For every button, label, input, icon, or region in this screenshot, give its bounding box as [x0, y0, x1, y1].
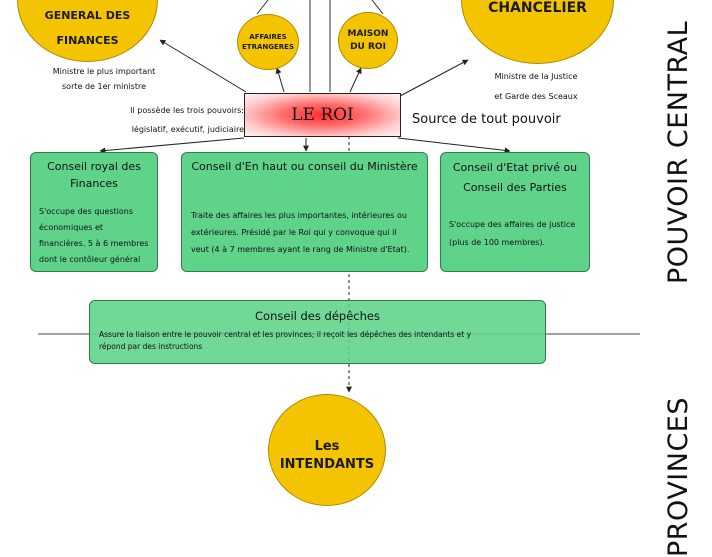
note-chancelier-line2: et Garde des Sceaux: [494, 92, 578, 101]
circle-maison-line2: DU ROI: [350, 41, 386, 52]
conseil-finances-text-line: S'occupe des questions: [39, 207, 134, 216]
conseil-en-haut-box: Conseil d'En haut ou conseil du Ministèr…: [181, 152, 428, 272]
conseil-finances-title-line1: Conseil royal des: [47, 160, 141, 173]
arrow-to-conseil-finances: [99, 137, 245, 154]
conseil-depeches-text: Assure la liaison entre le pouvoir centr…: [99, 329, 545, 353]
conseil-depeches-text-line: répond par des instructions: [99, 342, 203, 351]
circle-finances-line1: GENERAL DES: [44, 8, 131, 22]
circle-maison-line1: MAISON: [347, 28, 389, 39]
conseil-finances-text-line: dont le contôleur général: [39, 255, 141, 264]
conseil-etat-title: Conseil d'Etat privé ou Conseil des Part…: [441, 158, 589, 198]
conseil-finances-text: S'occupe des questions économiques et fi…: [39, 204, 157, 268]
roi-label: LE ROI: [291, 105, 354, 125]
note-finances-line1: Ministre le plus important: [52, 67, 156, 76]
conseil-depeches-title: Conseil des dépêches: [255, 309, 380, 323]
circle-intendants-line1: Les: [314, 439, 340, 454]
conseil-en-haut-text-line: extérieures. Présidé par le Roi qui y co…: [191, 228, 397, 237]
note-chancelier-line1: Ministre de la Justice: [494, 72, 578, 81]
arrow-to-conseil-etat: [397, 137, 511, 154]
conseil-etat-title-line2: Conseil des Parties: [463, 181, 567, 194]
conseil-etat-text-line: S'occupe des affaires de justice: [449, 220, 576, 229]
circle-intendants: Les INTENDANTS: [268, 394, 386, 506]
arrow-to-maison: [349, 67, 362, 93]
conseil-en-haut-title: Conseil d'En haut ou conseil du Ministèr…: [191, 160, 418, 173]
conseil-etat-text: S'occupe des affaires de justice (plus d…: [449, 216, 589, 252]
circle-affaires-line1: AFFAIRES: [249, 33, 287, 41]
circle-affaires: AFFAIRES ETRANGERES: [237, 14, 299, 70]
roi-box: LE ROI: [244, 93, 401, 137]
roi-caption: Source de tout pouvoir: [412, 112, 561, 127]
note-pouvoirs-line1: Il possède les trois pouvoirs:: [130, 106, 244, 115]
conseil-etat-box: Conseil d'Etat privé ou Conseil des Part…: [440, 152, 590, 272]
note-pouvoirs: Il possède les trois pouvoirs: législati…: [110, 101, 244, 139]
conseil-etat-text-line: (plus de 100 membres).: [449, 238, 546, 247]
circle-chancelier-label: CHANCELIER: [488, 0, 587, 16]
bracket-top-left: [256, 0, 269, 15]
conseil-en-haut-text-line: Traite des affaires les plus importantes…: [191, 211, 407, 220]
conseil-en-haut-text: Traite des affaires les plus importantes…: [191, 207, 427, 258]
conseil-finances-title-line2: Finances: [70, 177, 118, 190]
conseil-depeches-box: Conseil des dépêches Assure la liaison e…: [89, 300, 546, 364]
bracket-top-right: [371, 0, 384, 15]
conseil-depeches-text-line: Assure la liaison entre le pouvoir centr…: [99, 330, 472, 339]
label-provinces: PROVINCES: [663, 396, 694, 557]
circle-finances-line2: FINANCES: [56, 33, 119, 47]
note-finances-line2: sorte de 1er ministre: [62, 82, 146, 91]
conseil-finances-text-line: financières. 5 à 6 membres: [39, 239, 149, 248]
arrow-to-chancelier: [399, 59, 469, 97]
conseil-finances-title: Conseil royal des Finances: [31, 158, 157, 192]
circle-affaires-line2: ETRANGERES: [242, 43, 294, 51]
label-pouvoir-central: POUVOIR CENTRAL: [663, 20, 694, 284]
conseil-finances-text-line: économiques et: [39, 223, 104, 232]
arrow-to-affaires: [275, 67, 285, 93]
conseil-en-haut-text-line: veut (4 à 7 membres ayant le rang de Min…: [191, 245, 410, 254]
note-finances: Ministre le plus important sorte de 1er …: [40, 64, 168, 94]
conseil-etat-title-line1: Conseil d'Etat privé ou: [452, 161, 578, 174]
circle-maison: MAISON DU ROI: [338, 12, 398, 69]
arrow-to-finances: [159, 39, 247, 93]
note-chancelier: Ministre de la Justice et Garde des Scea…: [466, 67, 606, 107]
note-pouvoirs-line2: législatif, exécutif, judiciaire: [131, 125, 244, 134]
circle-intendants-line2: INTENDANTS: [279, 457, 375, 472]
conseil-finances-box: Conseil royal des Finances S'occupe des …: [30, 152, 158, 272]
